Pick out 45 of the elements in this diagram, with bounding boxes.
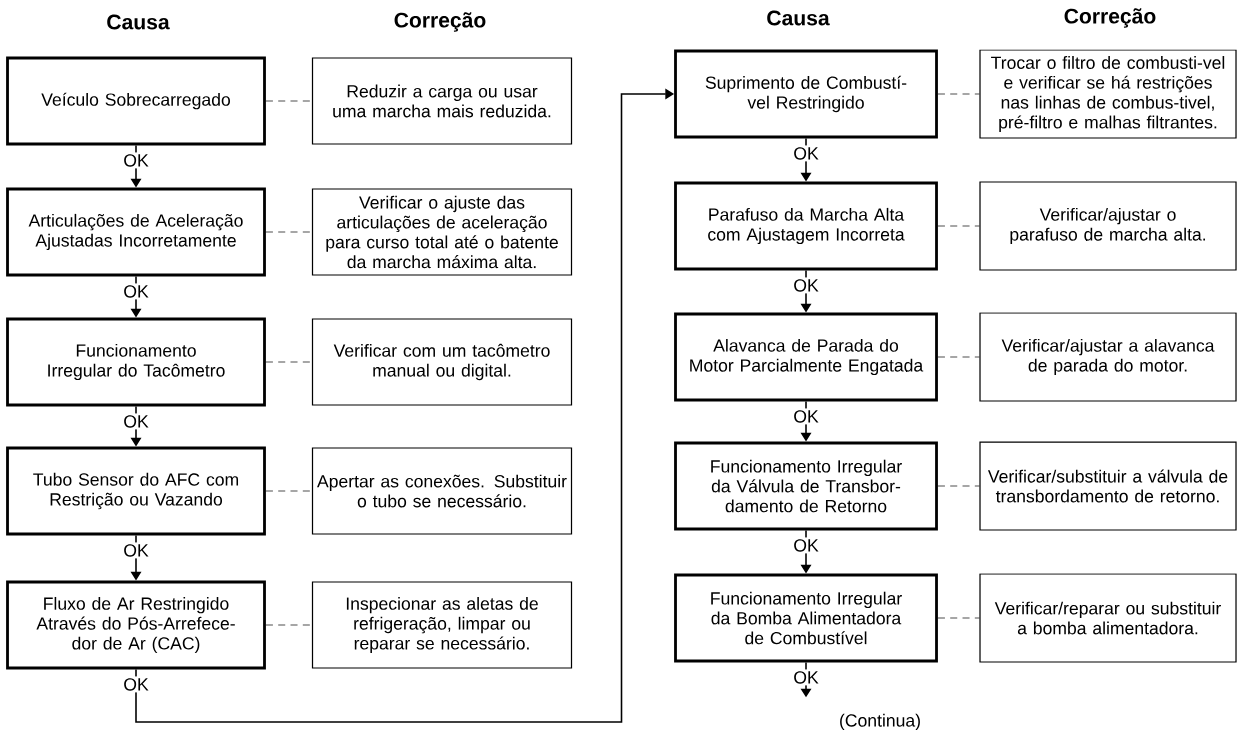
edge-label: OK: [791, 408, 821, 425]
column-heading: Causa: [767, 10, 830, 26]
cause-box: Veículo Sobrecarregado: [6, 56, 266, 146]
correction-box: Trocar o filtro de combusti-vel e verificar se há restrições nas linhas de combus-tivel, pré-filtro e malhas filtrantes.: [979, 49, 1237, 139]
edge-label: OK: [791, 669, 821, 686]
column-heading: Correção: [394, 12, 486, 32]
dashed-line: [265, 231, 313, 233]
edge-label: OK: [791, 277, 821, 294]
cause-box: Funcionamento Irregular da Bomba Alimentadora de Combustível: [674, 573, 938, 663]
column-heading: Correção: [1064, 8, 1156, 28]
correction-box: Apertar as conexões. Substituir o tubo se necessário.: [311, 447, 573, 535]
correction-box: Verificar o ajuste das articulações de aceleração para curso total até o batente da marcha máxima alta.: [311, 188, 573, 276]
dashed-line: [937, 617, 980, 619]
dashed-line: [265, 624, 313, 626]
dashed-line: [937, 225, 980, 227]
edge-label: OK: [121, 676, 151, 693]
correction-box: Verificar/ajustar a alavanca de parada do motor.: [979, 312, 1237, 402]
cause-box: Articulações de Aceleração Ajustadas Incorretamente: [6, 187, 266, 277]
correction-box: Reduzir a carga ou usar uma marcha mais reduzida.: [311, 57, 573, 145]
cause-box: Fluxo de Ar Restringido Através do Pós-Arrefece-dor de Ar (CAC): [6, 580, 266, 670]
dashed-line: [265, 490, 313, 492]
dashed-line: [937, 356, 980, 358]
correction-box: Verificar/ajustar o parafuso de marcha alta.: [979, 181, 1237, 271]
edge-label: OK: [791, 537, 821, 554]
edge-label: OK: [121, 152, 151, 169]
edge-label: OK: [791, 145, 821, 162]
column-heading: Causa: [107, 14, 170, 30]
dashed-line: [937, 485, 980, 487]
correction-box: Verificar/reparar ou substituir a bomba alimentadora.: [979, 573, 1237, 663]
cause-box: Alavanca de Parada do Motor Parcialmente Engatada: [674, 312, 938, 402]
cause-box: Parafuso da Marcha Alta com Ajustagem Incorreta: [674, 181, 938, 271]
edge-label: OK: [121, 413, 151, 430]
edge-label: OK: [121, 542, 151, 559]
dashed-line: [265, 100, 313, 102]
continuation-note: (Continua): [840, 713, 920, 730]
edge-label: OK: [121, 283, 151, 300]
correction-box: Verificar com um tacômetro manual ou digital.: [311, 318, 573, 406]
dashed-line: [265, 361, 313, 363]
cause-box: Suprimento de Combustí-vel Restringido: [674, 49, 938, 139]
correction-box: Inspecionar as aletas de refrigeração, limpar ou reparar se necessário.: [311, 581, 573, 669]
cause-box: Funcionamento Irregular do Tacômetro: [6, 317, 266, 407]
dashed-line: [937, 93, 980, 95]
cause-box: Funcionamento Irregular da Válvula de Transbor-damento de Retorno: [674, 441, 938, 531]
cause-box: Tubo Sensor do AFC com Restrição ou Vazando: [6, 446, 266, 536]
correction-box: Verificar/substituir a válvula de transbordamento de retorno.: [979, 441, 1237, 531]
